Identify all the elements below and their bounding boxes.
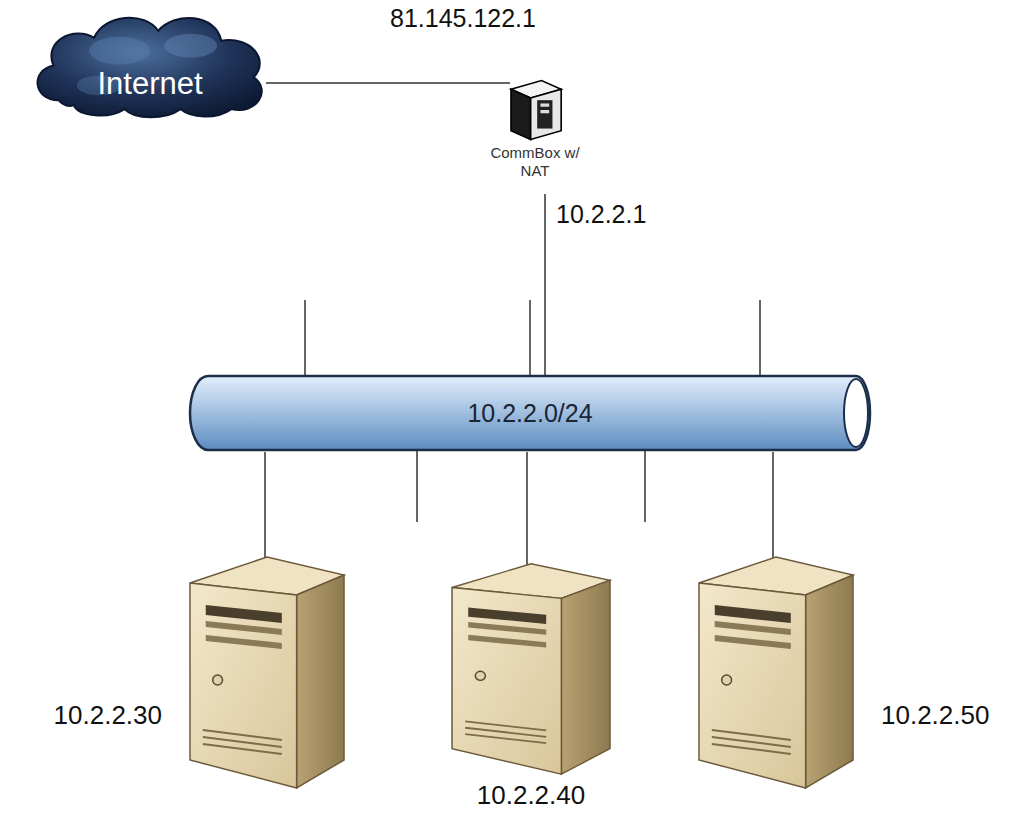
server-icon	[697, 555, 855, 790]
network-link	[772, 452, 774, 559]
server: 10.2.2.40	[450, 562, 612, 776]
server: 10.2.2.30	[188, 555, 346, 790]
node-label: 10.2.2.30	[54, 700, 162, 731]
node-label: 10.2.2.0/24	[467, 399, 592, 428]
server-icon	[188, 555, 346, 790]
cloud-shape	[28, 6, 272, 120]
node-label: 10.2.2.50	[881, 700, 989, 731]
server-icon	[450, 562, 612, 776]
node-label: Internet	[97, 66, 202, 102]
server: 10.2.2.50	[697, 555, 855, 790]
network-link	[544, 194, 546, 378]
network-link	[526, 452, 528, 566]
node-label: 10.2.2.40	[477, 780, 585, 811]
ip-address-label: 10.2.2.1	[556, 200, 646, 229]
network-segment: 10.2.2.0/24	[188, 374, 872, 452]
internet-cloud: Internet	[28, 6, 272, 120]
ip-address-label: 81.145.122.1	[390, 4, 536, 33]
network-link	[266, 82, 510, 84]
node-label: CommBox w/ NAT	[490, 144, 580, 180]
commbox-device: CommBox w/ NAT	[500, 74, 570, 194]
network-link	[264, 452, 266, 559]
